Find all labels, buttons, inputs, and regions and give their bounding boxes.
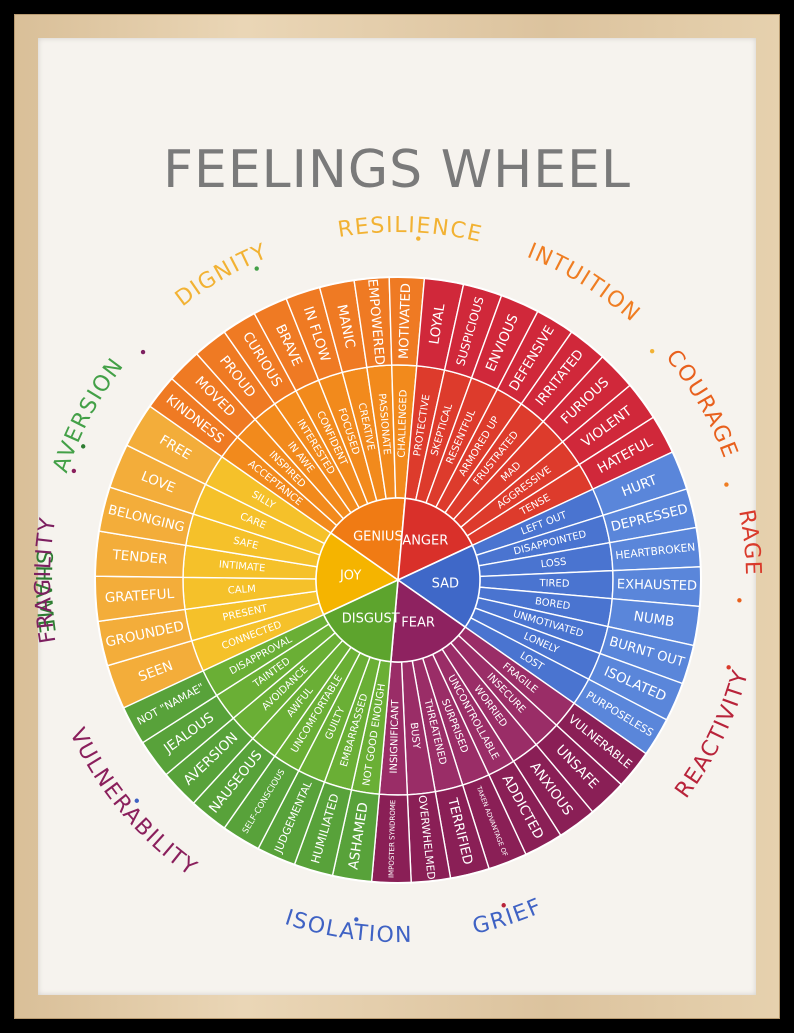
outer-label-exhausted: EXHAUSTED [617,577,698,594]
separator-dot [416,236,421,241]
outer-word-reactivity: REACTIVITY [671,667,754,803]
outer-label-tender: TENDER [111,547,168,568]
mid-label-passionate: PASSIONATE [376,393,392,455]
core-label-anger: ANGER [402,534,448,549]
outer-word-shame: SHAME [30,549,59,636]
separator-dot [80,444,86,449]
core-label-genius: GENIUS [353,529,403,544]
outer-word-resilience: RESILIENCE [336,213,485,248]
mid-label-insignificant: INSIGNIFICANT [389,699,402,774]
outer-word-text: RAGE [733,508,763,577]
mid-label-loss: LOSS [540,557,567,571]
outer-word-text: AVERSION [49,353,128,475]
outer-word-rage: RAGE [733,508,765,577]
outer-word-text: FRAGILITY [31,515,60,645]
outer-word-aversion: AVERSION [49,353,130,475]
mid-label-busy: BUSY [408,722,422,751]
separator-dot [501,903,506,908]
mid-label-challenged: CHALLENGED [397,389,410,458]
outer-word-grief: GRIEF [470,894,546,940]
core-label-fear: FEAR [401,616,435,631]
separator-dot [71,468,77,474]
outer-word-text: GRIEF [470,894,545,940]
core-segment-genius [329,497,407,582]
outer-word-dignity: DIGNITY [171,239,272,312]
separator-dot [354,917,359,922]
separator-dot [649,348,655,354]
poster-title: FEELINGS WHEEL [163,140,631,200]
separator-dot [254,266,259,271]
core-segment-anger [397,497,474,582]
separator-dot [140,349,146,355]
outer-word-text: REACTIVITY [671,667,753,803]
wheel-rings [94,276,702,884]
outer-word-fragility: FRAGILITY [31,515,62,645]
separator-dot [737,598,742,603]
mid-label-calm: CALM [228,584,257,597]
outer-label-imposter-syndrome: IMPOSTER SYNDROME [387,800,397,878]
outer-label-motivated: MOTIVATED [397,283,414,359]
outer-word-text: SHAME [30,549,58,636]
outer-word-isolation: ISOLATION [282,905,413,948]
core-segment-fear [389,578,467,663]
core-label-sad: SAD [432,577,459,592]
core-segment-disgust [322,578,399,663]
outer-word-text: RESILIENCE [336,213,483,248]
mid-label-intimate: INTIMATE [218,559,265,574]
outer-word-text: COURAGE [661,345,741,462]
mid-label-tired: TIRED [538,578,570,590]
outer-word-text: ISOLATION [282,905,412,948]
outer-label-empowered: EMPOWERED [364,278,386,365]
outer-label-grateful: GRATEFUL [104,586,175,606]
separator-dot [134,798,139,803]
core-label-disgust: DISGUST [342,611,400,626]
outer-word-courage: COURAGE [661,345,743,462]
core-segment-joy [315,531,400,616]
core-segment-sad [396,544,481,629]
outer-word-text: DIGNITY [171,239,270,312]
core-label-joy: JOY [339,568,361,583]
separator-dot [726,665,731,670]
mid-label-bored: BORED [534,596,571,612]
wheel-rim [94,276,702,884]
outer-label-loyal: LOYAL [426,302,448,345]
outer-label-numb: NUMB [633,608,676,630]
separator-dot [724,482,729,487]
